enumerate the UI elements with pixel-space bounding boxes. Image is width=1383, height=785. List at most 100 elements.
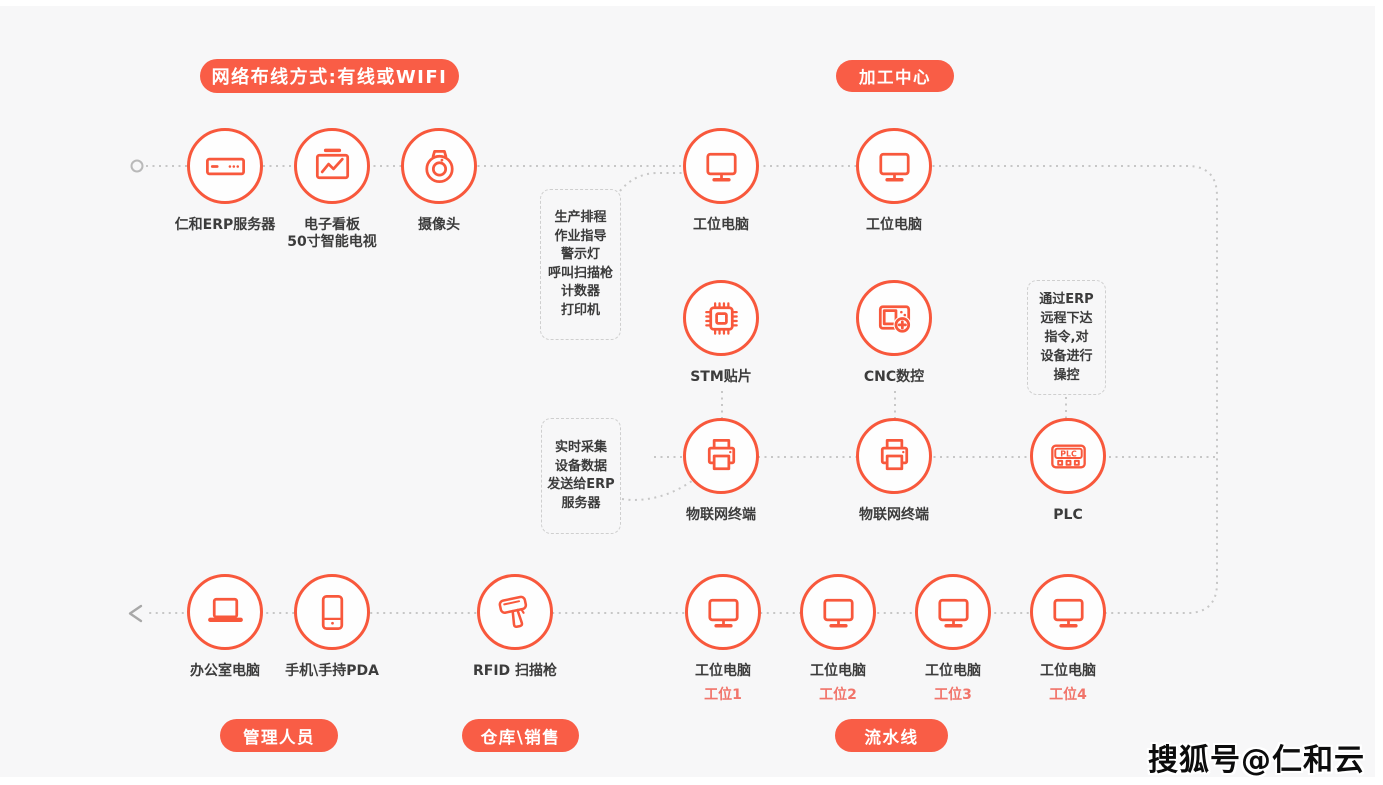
node-sublabel: 工位1 <box>704 687 742 703</box>
node-label: 工位电脑 <box>693 217 749 233</box>
page-edge-right <box>1375 0 1383 785</box>
monitor-icon <box>707 598 739 627</box>
monitor-icon <box>878 152 910 181</box>
node-office-pc: 办公室电脑 <box>155 574 295 680</box>
node-circle: PLC <box>1030 418 1106 494</box>
plc-icon-text: PLC <box>1060 449 1077 458</box>
monitor-icon <box>822 598 854 627</box>
banner-assembly-line-label: 流水线 <box>864 727 919 747</box>
note-line: 服务器 <box>561 495 601 511</box>
note-line: 设备进行 <box>1040 349 1093 364</box>
node-sublabel: 工位4 <box>1049 687 1087 703</box>
banner-network-mode-label: 网络布线方式:有线或WIFI <box>211 67 448 88</box>
node-workstation-pc-top-2: 工位电脑 <box>824 128 964 234</box>
node-handheld-pda: 手机\手持PDA <box>262 574 402 680</box>
node-kanban-tv: 电子看板 50寸智能电视 <box>262 128 402 251</box>
node-circle <box>683 128 759 204</box>
rfid-scanner-icon <box>498 595 527 628</box>
node-label: 物联网终端 <box>859 507 929 523</box>
note-erp-remote-control: 通过ERP 远程下达 指令,对 设备进行 操控 <box>1027 280 1106 395</box>
banner-managers: 管理人员 <box>220 719 338 752</box>
note-line: 警示灯 <box>560 247 600 262</box>
note-line: 操控 <box>1053 368 1080 383</box>
node-circle <box>401 128 477 204</box>
node-circle <box>915 574 991 650</box>
node-circle <box>800 574 876 650</box>
note-line: 呼叫扫描枪 <box>547 265 613 281</box>
banner-warehouse-sales-label: 仓库\销售 <box>480 727 561 747</box>
node-label: 工位电脑 <box>866 217 922 233</box>
watermark-text: 搜狐号@仁和云 <box>1148 743 1365 778</box>
cnc-machine-icon <box>878 304 911 334</box>
node-workstation-pc-1: 工位电脑 工位1 <box>653 574 793 704</box>
node-circle <box>294 128 370 204</box>
monitor-icon <box>705 152 737 181</box>
camera-icon <box>424 149 454 183</box>
printer-icon <box>707 438 735 470</box>
banner-machining-center-label: 加工中心 <box>859 68 931 87</box>
node-circle <box>683 280 759 356</box>
banner-machining-center: 加工中心 <box>836 60 954 92</box>
node-label: 物联网终端 <box>686 507 756 523</box>
node-circle <box>187 128 263 204</box>
node-circle <box>856 280 932 356</box>
node-workstation-pc-3: 工位电脑 工位3 <box>883 574 1023 704</box>
node-sublabel: 工位3 <box>934 687 972 703</box>
node-circle <box>856 418 932 494</box>
node-label: CNC数控 <box>863 369 925 385</box>
note-line: 计数器 <box>560 284 600 299</box>
node-label: 仁和ERP服务器 <box>174 217 276 233</box>
note-line: 远程下达 <box>1040 311 1093 326</box>
kanban-tv-icon <box>315 148 349 179</box>
laptop-icon <box>207 597 243 622</box>
plc-controller-icon: PLC <box>1050 444 1086 468</box>
node-label: PLC <box>1053 507 1083 523</box>
note-line: 指令,对 <box>1044 330 1089 345</box>
node-workstation-pc-2: 工位电脑 工位2 <box>768 574 908 704</box>
node-circle <box>856 128 932 204</box>
note-line: 生产排程 <box>554 210 607 225</box>
page-edge-bottom <box>0 777 1383 785</box>
page-edge-top <box>0 0 1383 6</box>
printer-icon <box>880 438 908 470</box>
node-circle <box>477 574 553 650</box>
node-plc: PLC PLC <box>998 418 1138 524</box>
node-label: 办公室电脑 <box>190 663 260 679</box>
node-erp-server: 仁和ERP服务器 <box>155 128 295 234</box>
banner-assembly-line: 流水线 <box>835 719 948 752</box>
note-line: 作业指导 <box>554 228 607 244</box>
note-station-devices: 生产排程 作业指导 警示灯 呼叫扫描枪 计数器 打印机 <box>540 189 621 340</box>
realtime-note-to-iot-curve <box>621 476 698 501</box>
server-icon <box>205 157 245 175</box>
node-circle <box>294 574 370 650</box>
note-line: 设备数据 <box>554 458 607 474</box>
node-circle <box>683 418 759 494</box>
note-line: 发送给ERP <box>547 477 615 492</box>
node-cnc: CNC数控 <box>824 280 964 386</box>
note-realtime-collect: 实时采集 设备数据 发送给ERP 服务器 <box>541 418 621 534</box>
node-iot-terminal-2: 物联网终端 <box>824 418 964 524</box>
node-label: 摄像头 <box>418 217 460 233</box>
node-camera: 摄像头 <box>369 128 509 234</box>
banner-network-mode: 网络布线方式:有线或WIFI <box>200 59 459 93</box>
node-stm: STM贴片 <box>651 280 791 386</box>
node-circle <box>187 574 263 650</box>
node-label: 电子看板 <box>304 217 360 233</box>
node-label: 工位电脑 <box>1040 663 1096 679</box>
node-sublabel: 工位2 <box>819 687 857 703</box>
node-rfid-scanner: RFID 扫描枪 <box>445 574 585 680</box>
main-bus-loop-line <box>146 165 1218 614</box>
node-circle <box>685 574 761 650</box>
node-label: 工位电脑 <box>810 663 866 679</box>
banner-managers-label: 管理人员 <box>243 727 315 747</box>
note-line: 打印机 <box>560 302 600 318</box>
node-label: RFID 扫描枪 <box>472 663 558 679</box>
note-line: 通过ERP <box>1039 292 1094 307</box>
node-workstation-pc-4: 工位电脑 工位4 <box>998 574 1138 704</box>
phone-icon <box>321 594 343 630</box>
monitor-icon <box>937 598 969 627</box>
node-label: 工位电脑 <box>695 663 751 679</box>
node-circle <box>1030 574 1106 650</box>
